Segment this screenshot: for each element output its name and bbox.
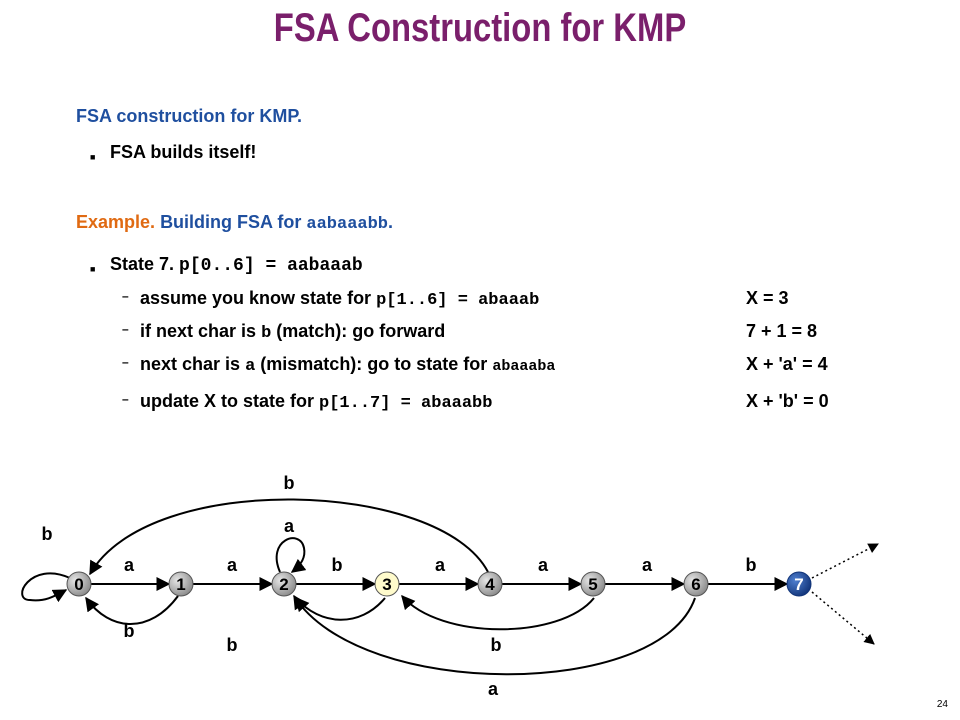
step-2: if next char is b (match): go forward [140, 321, 445, 343]
state-label: State 7. [110, 254, 175, 274]
states [66, 571, 812, 597]
step-2-result: 7 + 1 = 8 [746, 321, 818, 341]
example-label: Example. [76, 212, 156, 232]
state-0-label: 0 [74, 575, 83, 594]
step-4-code: p[1..7] = abaaabb [319, 394, 493, 413]
step-2-text-post: (match): go forward [276, 321, 446, 341]
state-3-label: 3 [382, 575, 391, 594]
state-1 [168, 571, 194, 597]
label-self-2: a [284, 516, 295, 536]
self-loop-0 [21, 572, 71, 603]
state-6 [683, 571, 709, 597]
label-3-4: a [435, 555, 446, 575]
edge-labels: a a b a a a b b a b b b b a [42, 473, 757, 699]
page-number: 24 [936, 699, 948, 710]
bullet-icon: ■ [90, 264, 96, 274]
label-3-to-2: b [227, 635, 238, 655]
edge-6-to-2 [293, 594, 696, 676]
bullet-icon: ■ [90, 152, 96, 162]
page-title: FSA Construction for KMP [273, 6, 687, 50]
back-edges [21, 498, 696, 676]
example-pattern: aabaaabb [306, 215, 389, 234]
dash-icon: – [122, 355, 129, 369]
state-6-label: 6 [691, 575, 700, 594]
label-0-1: a [124, 555, 135, 575]
step-3: next char is a (mismatch): go to state f… [140, 354, 555, 376]
example-line: Example. Building FSA for aabaaabb. [76, 212, 393, 234]
intro-heading: FSA construction for KMP. [76, 106, 303, 126]
state-2-label: 2 [279, 575, 288, 594]
state-4-label: 4 [485, 575, 495, 594]
edge-4-to-0 [89, 498, 489, 576]
step-3-text-post: (mismatch): go to state for [260, 354, 488, 374]
state-5-label: 5 [588, 575, 597, 594]
step-1: assume you know state for p[1..6] = abaa… [140, 288, 539, 310]
edge-5-to-3 [401, 594, 595, 631]
state-0 [66, 571, 92, 597]
label-5-to-3: b [491, 635, 502, 655]
label-2-3: b [332, 555, 343, 575]
state-line: State 7. p[0..6] = aabaaab [110, 254, 363, 276]
step-4-text: update X to state for [140, 391, 315, 411]
step-2-code: b [261, 324, 272, 343]
state-3 [374, 571, 400, 597]
dash-icon: – [122, 289, 129, 303]
dash-icon: – [122, 322, 129, 336]
label-1-2: a [227, 555, 238, 575]
edge-7-out-bottom [811, 591, 875, 645]
label-4-to-0: b [284, 473, 295, 493]
step-1-code: p[1..6] = abaaab [376, 291, 540, 310]
state-1-label: 1 [176, 575, 185, 594]
state-2 [271, 571, 297, 597]
state-code: p[0..6] = aabaaab [179, 256, 363, 276]
intro-bullet: FSA builds itself! [110, 142, 257, 162]
state-4 [477, 571, 503, 597]
label-6-7: b [746, 555, 757, 575]
edge-7-out-top [811, 543, 879, 579]
state-labels: 0 1 2 3 4 5 6 7 [74, 575, 803, 594]
label-6-to-2: a [488, 679, 499, 699]
step-1-result: X = 3 [746, 288, 789, 308]
state-5 [580, 571, 606, 597]
label-5-6: a [642, 555, 653, 575]
label-self-0: b [42, 524, 53, 544]
step-3-code2: abaaaba [492, 358, 556, 375]
state-7 [786, 571, 812, 597]
step-3-code: a [245, 357, 256, 376]
step-4: update X to state for p[1..7] = abaaabb [140, 391, 492, 413]
step-3-text: next char is [140, 354, 241, 374]
dash-icon: – [122, 392, 129, 406]
example-period: . [388, 212, 394, 232]
step-1-text: assume you know state for [140, 288, 372, 308]
label-4-5: a [538, 555, 549, 575]
example-text: Building FSA for [160, 212, 302, 232]
label-1-to-0: b [124, 621, 135, 641]
edge-3-to-2 [295, 596, 386, 621]
step-2-text: if next char is [140, 321, 257, 341]
self-loop-2 [275, 537, 307, 573]
state-7-label: 7 [794, 575, 803, 594]
edge-1-to-0 [85, 595, 179, 625]
step-3-result: X + 'a' = 4 [746, 354, 828, 374]
step-4-result: X + 'b' = 0 [746, 391, 829, 411]
